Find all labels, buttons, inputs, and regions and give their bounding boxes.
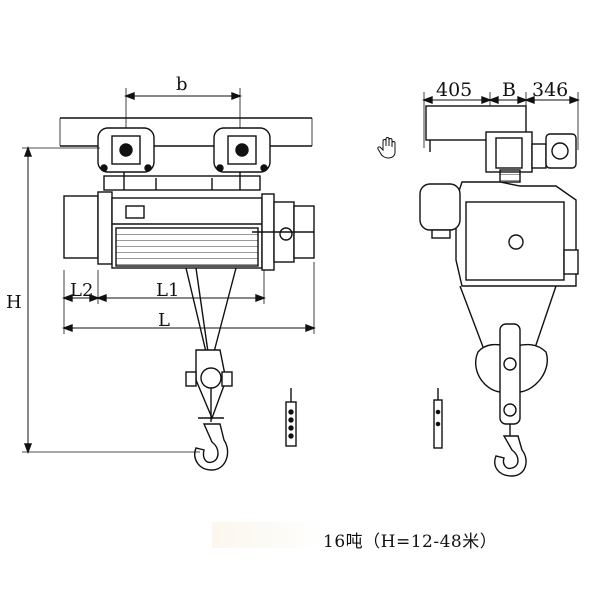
trolley-left [97, 127, 155, 173]
front-view [22, 88, 316, 471]
label-b: b [176, 74, 188, 95]
label-h: H [6, 292, 22, 313]
label-346: 346 [532, 79, 568, 101]
label-B: B [502, 79, 516, 101]
label-l: L [158, 310, 170, 331]
caption-text: 16吨（H=12-48米） [323, 532, 498, 552]
hand-cursor-icon [377, 137, 396, 159]
label-405: 405 [436, 79, 472, 101]
trolley-right [213, 127, 271, 173]
caption-highlight [212, 522, 322, 548]
label-l2: L2 [70, 280, 93, 301]
side-view [419, 92, 580, 477]
label-l1: L1 [156, 280, 179, 301]
